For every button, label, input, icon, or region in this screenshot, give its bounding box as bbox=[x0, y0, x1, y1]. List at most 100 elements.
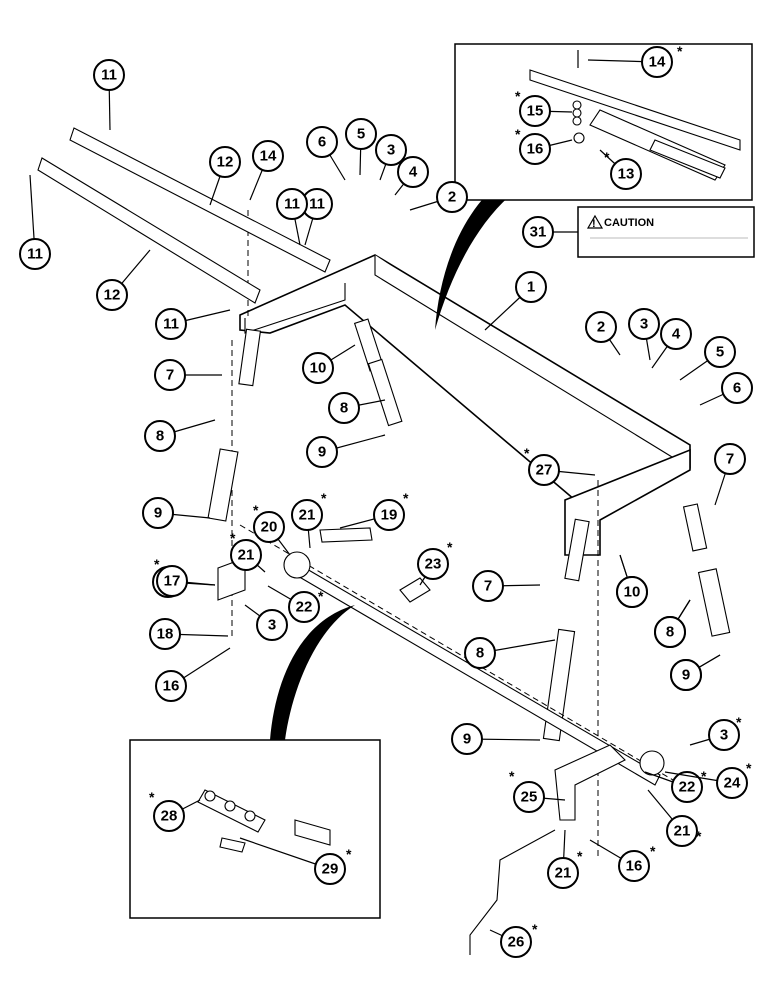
callout-28: 28* bbox=[149, 789, 201, 832]
callout-circle bbox=[519, 133, 551, 165]
callout-number: 3 bbox=[387, 142, 395, 159]
asterisk-mark: * bbox=[736, 714, 742, 730]
callout-circle bbox=[328, 392, 360, 424]
callout-circle bbox=[628, 308, 660, 340]
callout-21: 21* bbox=[547, 829, 583, 889]
callout-number: 25 bbox=[521, 789, 538, 806]
asterisk-mark: * bbox=[403, 490, 409, 506]
callout-circle bbox=[618, 850, 650, 882]
callout-number: 5 bbox=[357, 126, 365, 143]
callout-24: 24* bbox=[664, 760, 752, 799]
callout-8: 8 bbox=[654, 599, 691, 648]
callout-circle bbox=[153, 800, 185, 832]
asterisk-mark: * bbox=[524, 445, 530, 461]
callout-circle bbox=[19, 238, 51, 270]
callout-circle bbox=[155, 308, 187, 340]
callout-circle bbox=[306, 126, 338, 158]
callout-circle bbox=[519, 95, 551, 127]
callout-circle bbox=[610, 158, 642, 190]
caution-decal: ! CAUTION bbox=[577, 206, 755, 258]
callout-number: 21 bbox=[238, 547, 255, 564]
callout-21: 21* bbox=[647, 789, 702, 847]
callout-circle bbox=[417, 548, 449, 580]
asterisk-mark: * bbox=[515, 126, 521, 142]
upper-inset bbox=[454, 43, 753, 201]
callout-number: 29 bbox=[322, 861, 339, 878]
callout-circle bbox=[436, 181, 468, 213]
callout-circle bbox=[716, 767, 748, 799]
callout-number: 2 bbox=[448, 189, 456, 206]
callout-circle bbox=[302, 352, 334, 384]
callout-number: 8 bbox=[340, 400, 348, 417]
callout-12: 12 bbox=[96, 249, 151, 311]
callout-circle bbox=[256, 609, 288, 641]
callout-circle bbox=[616, 576, 648, 608]
callout-9: 9 bbox=[670, 654, 721, 691]
callout-circle bbox=[660, 318, 692, 350]
callout-circle bbox=[641, 46, 673, 78]
callout-circle bbox=[209, 146, 241, 178]
callout-circle bbox=[528, 454, 560, 486]
callout-circle bbox=[500, 926, 532, 958]
callout-number: 11 bbox=[27, 246, 43, 263]
caution-label: CAUTION bbox=[604, 217, 654, 229]
callout-23: 23 * bbox=[417, 539, 453, 586]
asterisk-mark: * bbox=[701, 768, 707, 784]
main-frame bbox=[231, 210, 691, 860]
callout-number: 16 bbox=[626, 858, 643, 875]
callout-number: 17 bbox=[164, 573, 181, 590]
callout-circle bbox=[288, 591, 320, 623]
callout-number: 21 bbox=[555, 865, 572, 882]
callout-circle bbox=[522, 216, 554, 248]
caution-symbol: ! bbox=[592, 218, 596, 230]
callout-20: 20* bbox=[253, 502, 291, 556]
callout-18: 18 bbox=[149, 618, 229, 650]
callout-2: 2 bbox=[585, 311, 621, 356]
callout-11: 11 bbox=[19, 174, 51, 270]
callout-circle bbox=[291, 499, 323, 531]
callout-circle bbox=[375, 134, 407, 166]
callout-number: 7 bbox=[166, 367, 174, 384]
callout-circle bbox=[142, 497, 174, 529]
asterisk-mark: * bbox=[604, 149, 610, 165]
callout-number: 10 bbox=[310, 360, 327, 377]
callout-circle bbox=[373, 499, 405, 531]
callout-circle bbox=[704, 336, 736, 368]
callout-circle bbox=[714, 443, 746, 475]
callout-number: 8 bbox=[666, 624, 674, 641]
callout-29: 29* bbox=[239, 837, 352, 885]
callout-7: 7 bbox=[472, 570, 541, 602]
asterisk-mark: * bbox=[515, 88, 521, 104]
callout-14: 14 bbox=[249, 140, 284, 201]
asterisk-mark: * bbox=[696, 828, 702, 844]
callout-9: 9 bbox=[306, 434, 386, 468]
callout-16: 16 * bbox=[589, 839, 656, 882]
callout-number: 19 bbox=[381, 507, 398, 524]
asterisk-mark: * bbox=[650, 843, 656, 859]
callout-number: 3 bbox=[268, 617, 276, 634]
callout-number: 11 bbox=[284, 196, 300, 213]
callout-10: 10 bbox=[302, 344, 356, 384]
callout-3: 3* bbox=[689, 714, 742, 751]
callout-circle bbox=[670, 659, 702, 691]
callout-8: 8 bbox=[464, 637, 556, 669]
callout-circle bbox=[154, 359, 186, 391]
asterisk-mark: * bbox=[253, 502, 259, 518]
callout-number: 23 bbox=[425, 556, 442, 573]
callout-10: 10 bbox=[616, 554, 648, 608]
callout-number: 9 bbox=[154, 505, 162, 522]
callout-26: 26* bbox=[489, 921, 538, 958]
callout-circle bbox=[149, 618, 181, 650]
callout-9: 9 bbox=[142, 497, 211, 529]
callout-circle bbox=[721, 372, 753, 404]
callout-number: 22 bbox=[296, 599, 313, 616]
callout-circle bbox=[547, 857, 579, 889]
callout-number: 14 bbox=[649, 54, 666, 71]
callout-number: 16 bbox=[527, 141, 544, 158]
callout-17: 17* bbox=[154, 556, 216, 597]
callout-number: 4 bbox=[409, 164, 418, 181]
callout-number: 21 bbox=[299, 507, 316, 524]
callout-4: 4 bbox=[651, 318, 692, 369]
asterisk-mark: * bbox=[447, 539, 453, 555]
callout-number: 11 bbox=[309, 196, 325, 213]
